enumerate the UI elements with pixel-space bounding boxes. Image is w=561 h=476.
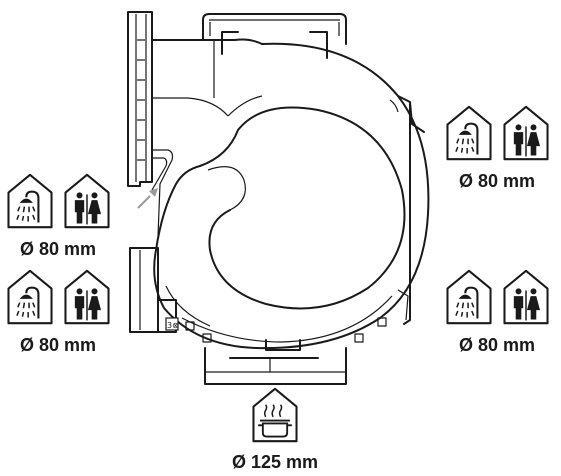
toilet-icon bbox=[504, 271, 547, 323]
shower-icon bbox=[8, 175, 51, 227]
label-left-upper: Ø 80 mm bbox=[20, 239, 96, 259]
toilet-icon bbox=[65, 175, 108, 227]
shower-icon bbox=[447, 271, 490, 323]
label-top-right: Ø 80 mm bbox=[459, 171, 535, 191]
toilet-icon bbox=[65, 271, 108, 323]
shower-icon bbox=[8, 271, 51, 323]
label-bottom: Ø 125 mm bbox=[232, 452, 318, 472]
cooking-pot-icon bbox=[253, 389, 296, 441]
toilet-icon bbox=[504, 107, 547, 159]
label-left-lower: Ø 80 mm bbox=[20, 335, 96, 355]
airflow-arrow bbox=[137, 188, 158, 209]
label-right-lower: Ø 80 mm bbox=[459, 335, 535, 355]
shower-icon bbox=[447, 107, 490, 159]
ventilation-unit: 3⊗ bbox=[127, 11, 430, 385]
svg-text:3⊗: 3⊗ bbox=[167, 321, 179, 330]
